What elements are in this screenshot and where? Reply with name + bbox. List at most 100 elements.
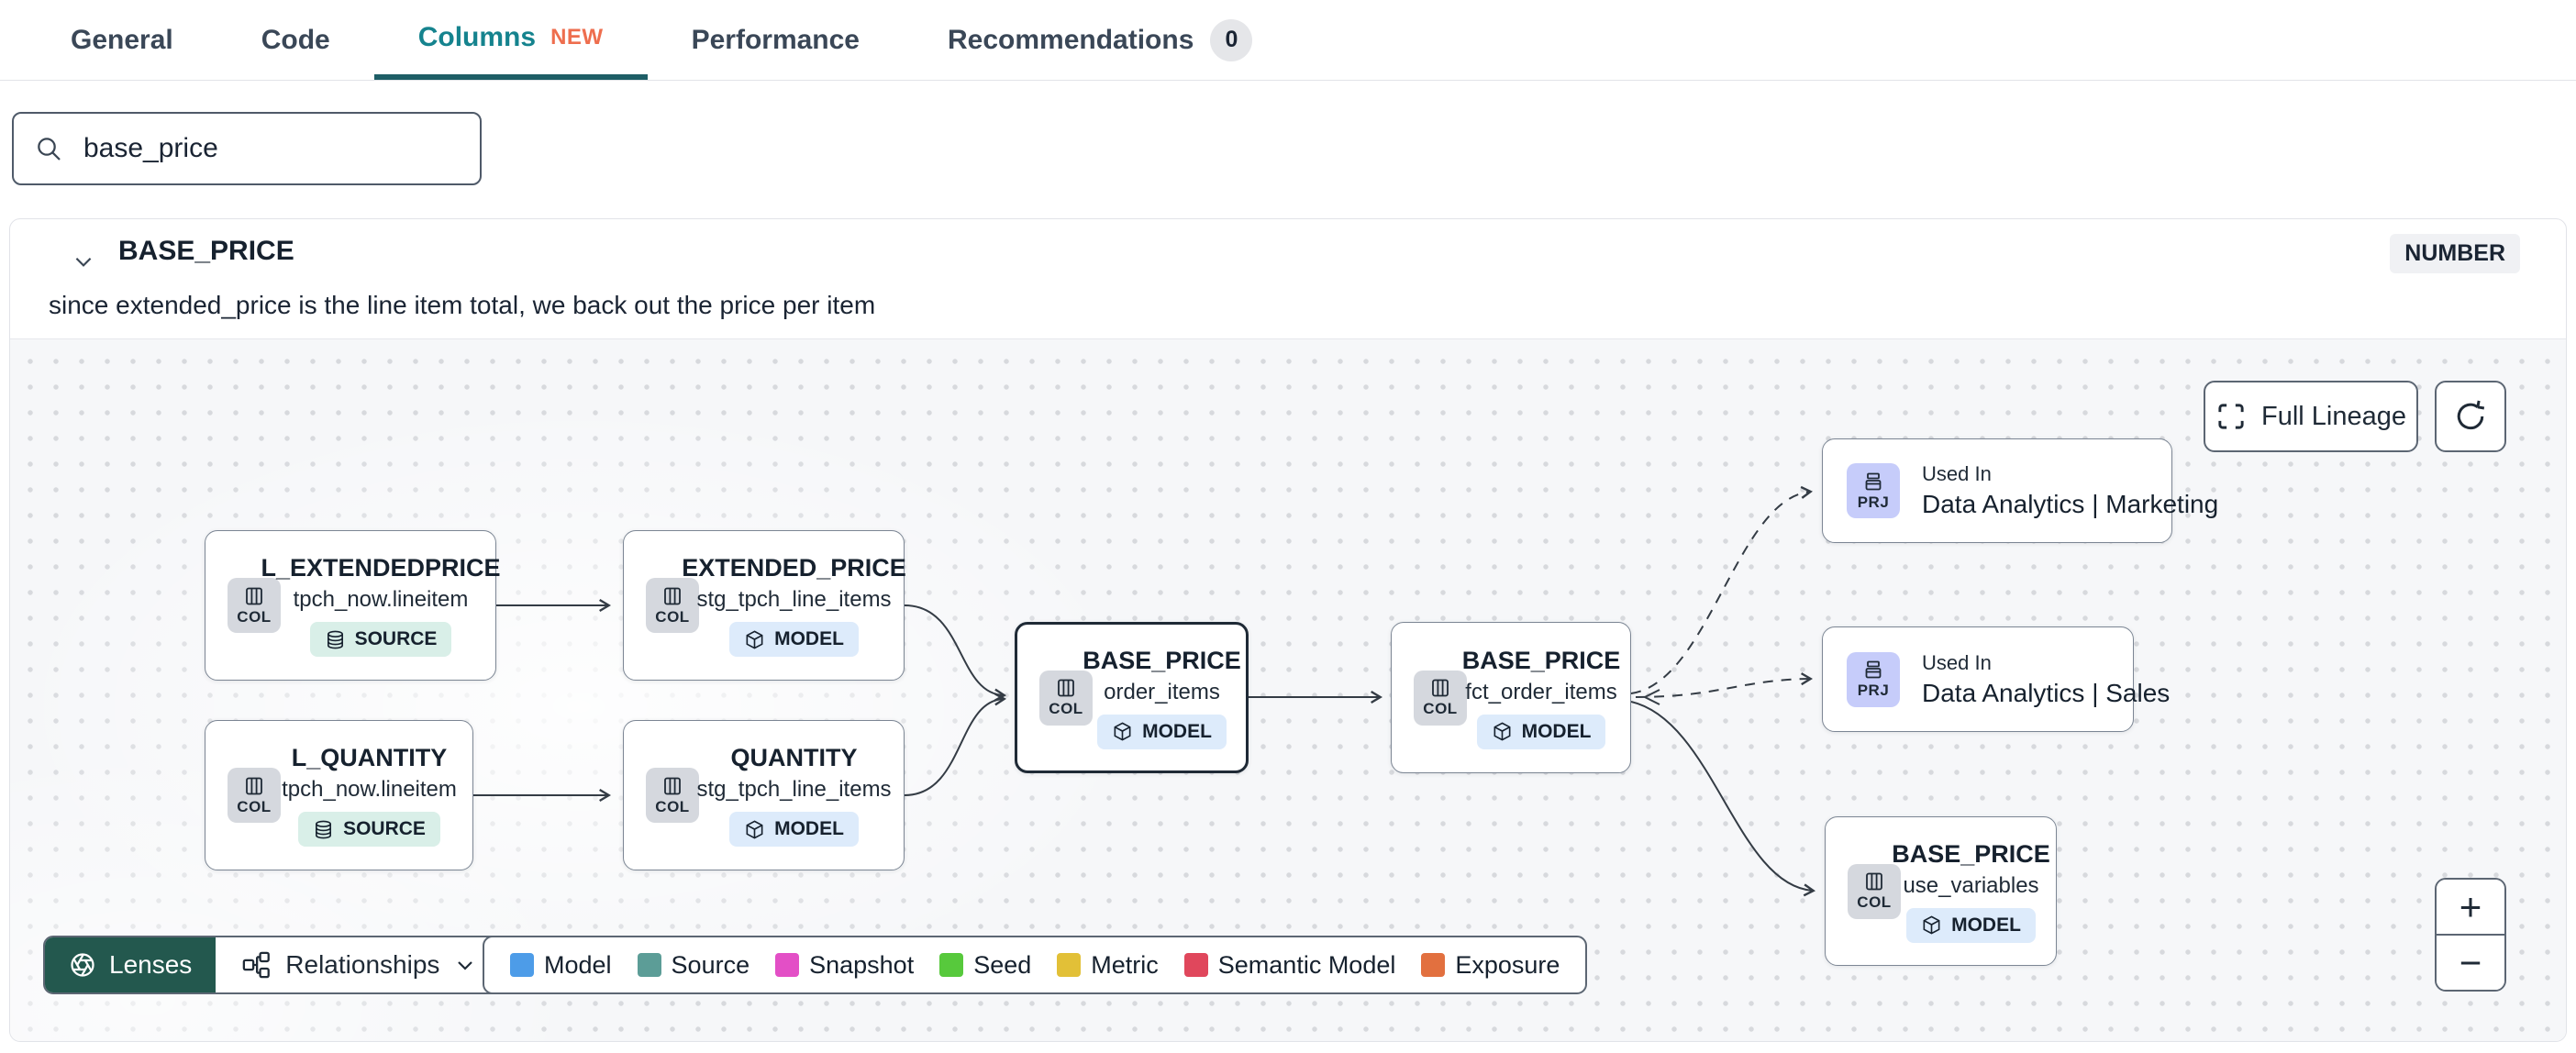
- exposure-title: Data Analytics | Sales: [1922, 678, 2171, 707]
- node-subtitle: order_items: [1104, 679, 1220, 704]
- column-chip: COL: [1039, 670, 1093, 726]
- legend-item: Semantic Model: [1183, 950, 1396, 980]
- exposure-eyebrow: Used In: [1922, 462, 1992, 485]
- column-chip: COL: [1414, 670, 1467, 726]
- zoom-in-button[interactable]: +: [2437, 880, 2504, 936]
- database-icon: [325, 629, 346, 650]
- tab-label: Performance: [691, 24, 860, 55]
- legend-item: Snapshot: [775, 951, 914, 980]
- node-type-badge: MODEL: [1906, 907, 2036, 943]
- expand-icon: [2215, 401, 2247, 432]
- chip-label: PRJ: [1857, 493, 1890, 511]
- lenses-button[interactable]: Lenses: [45, 937, 217, 992]
- legend-swatch: [1183, 953, 1208, 977]
- legend-item: Seed: [939, 951, 1031, 980]
- relationships-dropdown[interactable]: Relationships: [216, 937, 502, 992]
- legend-item: Source: [637, 950, 750, 980]
- zoom-out-button[interactable]: −: [2437, 936, 2504, 990]
- search-input[interactable]: [82, 132, 460, 165]
- tab-recommendations[interactable]: Recommendations 0: [904, 0, 1296, 80]
- recommendations-count-badge: 0: [1210, 18, 1253, 61]
- node-title: L_QUANTITY: [291, 744, 448, 771]
- refresh-button[interactable]: [2435, 381, 2506, 452]
- chip-label: PRJ: [1857, 682, 1890, 699]
- node-type-badge: MODEL: [1476, 714, 1606, 749]
- columns-icon: [661, 775, 683, 797]
- chip-label: COL: [655, 607, 690, 626]
- legend-label: Snapshot: [809, 950, 915, 979]
- tab-label: Code: [261, 24, 330, 55]
- archive-icon: [1862, 659, 1884, 681]
- detail-tabbar: General Code Columns NEW Performance Rec…: [0, 0, 2576, 81]
- new-badge: NEW: [550, 24, 604, 50]
- node-subtitle: tpch_now.lineitem: [282, 777, 457, 802]
- cube-icon: [744, 629, 765, 650]
- exposure-eyebrow: Used In: [1922, 650, 1992, 674]
- legend-item: Metric: [1057, 951, 1159, 980]
- legend-label: Metric: [1091, 950, 1159, 979]
- node-subtitle: stg_tpch_line_items: [696, 587, 892, 612]
- database-icon: [313, 819, 334, 840]
- collapse-chevron-icon[interactable]: [63, 241, 104, 282]
- project-chip: PRJ: [1847, 463, 1900, 518]
- columns-icon: [243, 585, 265, 607]
- columns-icon: [1429, 677, 1451, 699]
- node-type-badge: MODEL: [729, 622, 859, 657]
- search-icon: [34, 134, 63, 163]
- node-title: BASE_PRICE: [1892, 839, 2050, 868]
- lenses-toolbar: Lenses Relationships: [43, 936, 505, 994]
- node-title: L_EXTENDEDPRICE: [261, 554, 501, 582]
- lineage-edges: [473, 485, 1815, 897]
- column-card: BASE_PRICE NUMBER since extended_price i…: [9, 218, 2567, 1042]
- node-subtitle: stg_tpch_line_items: [696, 777, 892, 802]
- node-title: QUANTITY: [730, 744, 858, 771]
- refresh-icon: [2454, 400, 2487, 433]
- tab-columns[interactable]: Columns NEW: [373, 0, 648, 80]
- column-card-header: BASE_PRICE NUMBER since extended_price i…: [10, 219, 2566, 338]
- column-type-badge: NUMBER: [2390, 234, 2520, 273]
- cube-icon: [1921, 914, 1942, 936]
- lineage-canvas[interactable]: Full Lineage + −: [10, 338, 2566, 1041]
- node-subtitle: fct_order_items: [1465, 679, 1617, 704]
- column-search: [12, 112, 482, 185]
- chevron-down-icon: [454, 954, 476, 976]
- exposure-body: Used In Data Analytics | Sales: [1922, 651, 2170, 708]
- tab-general[interactable]: General: [27, 0, 217, 80]
- tab-label: General: [71, 24, 173, 55]
- cube-icon: [1112, 721, 1133, 742]
- columns-icon: [1055, 677, 1077, 699]
- relationships-label: Relationships: [285, 950, 440, 979]
- cube-icon: [1492, 721, 1513, 742]
- full-lineage-button[interactable]: Full Lineage: [2204, 381, 2418, 452]
- tab-code[interactable]: Code: [217, 0, 374, 80]
- legend-label: Source: [671, 950, 750, 979]
- chip-label: COL: [1049, 700, 1083, 717]
- node-title: BASE_PRICE: [1461, 646, 1621, 674]
- tab-performance[interactable]: Performance: [648, 0, 904, 80]
- chip-label: COL: [237, 797, 272, 815]
- archive-icon: [1862, 471, 1884, 493]
- legend-label: Semantic Model: [1217, 950, 1396, 979]
- node-type-badge: MODEL: [1097, 714, 1227, 749]
- column-chip: COL: [1848, 863, 1901, 919]
- exposure-node-sales[interactable]: PRJ Used In Data Analytics | Sales: [1822, 626, 2170, 732]
- column-chip: COL: [646, 768, 699, 823]
- legend-label: Seed: [973, 950, 1032, 979]
- column-name-title: BASE_PRICE: [118, 236, 294, 266]
- legend-swatch: [1057, 953, 1082, 977]
- chip-label: COL: [237, 607, 272, 626]
